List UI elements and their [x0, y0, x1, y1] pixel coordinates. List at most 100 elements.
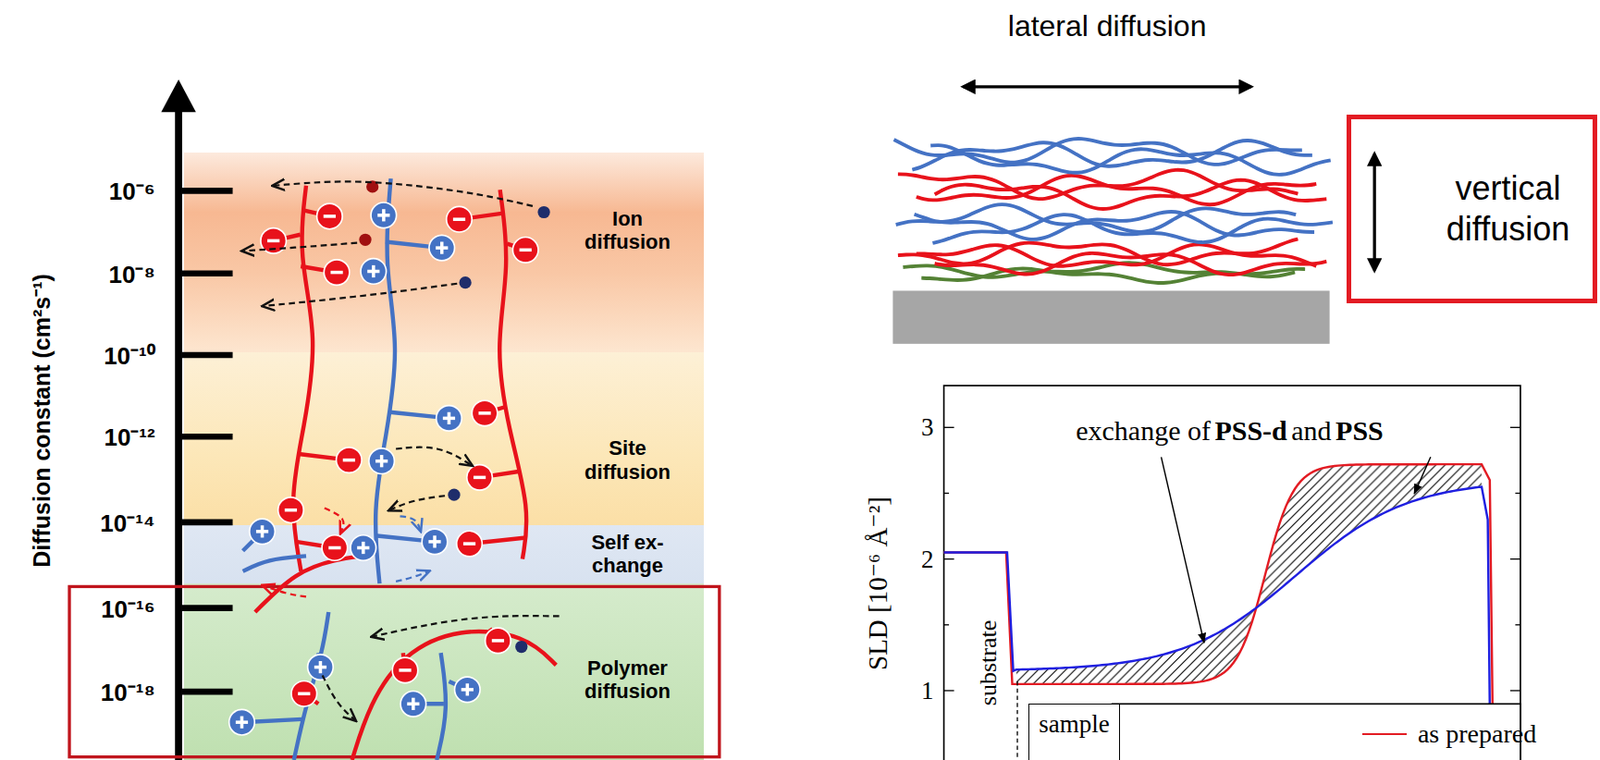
axis-title: SLD [10⁻⁶ Å⁻²]	[861, 496, 894, 671]
dashed-arrow	[273, 181, 533, 206]
charge-symbol-part	[369, 448, 395, 475]
charge-symbol-part	[400, 691, 427, 718]
charge-symbol-part	[343, 458, 356, 463]
charge-symbol-part	[321, 535, 348, 562]
polymer-chain	[243, 555, 307, 572]
interface-line	[1016, 681, 1018, 760]
charge-symbol-part	[330, 270, 343, 275]
charge-symbol-part	[249, 518, 276, 545]
chart-title-part: and	[1291, 415, 1331, 447]
charge-symbol-part	[398, 668, 411, 673]
charge-symbol-part	[260, 525, 265, 538]
charge-symbol	[446, 206, 473, 233]
band-label: Polymer diffusion	[568, 656, 688, 704]
charge-symbol-part	[456, 530, 483, 557]
tick-label: 10⁻⁶	[109, 173, 156, 208]
charge-symbol-part	[446, 206, 473, 233]
motion-arrows	[243, 181, 560, 721]
charge-symbol-part	[467, 465, 493, 492]
sld-chart-part	[944, 492, 950, 494]
charge-symbol-part	[361, 541, 366, 554]
dashed-arrow	[243, 243, 358, 252]
highlight-frame-part	[69, 586, 720, 757]
charge-symbol	[350, 535, 377, 562]
direction-arrows	[963, 86, 1376, 271]
charge-symbol-part	[429, 234, 456, 261]
charge-symbol-part	[229, 709, 256, 736]
charge-symbol	[456, 530, 483, 557]
charge-symbol-part	[350, 535, 377, 562]
sld-chart-part	[944, 624, 950, 626]
ion-groups	[229, 202, 539, 736]
sld-chart-part	[1514, 492, 1521, 494]
charge-symbol-part	[392, 657, 419, 684]
charge-symbol	[321, 535, 348, 562]
charge-symbol-part	[478, 411, 491, 416]
charge-symbol	[369, 448, 395, 475]
direction-arrows-part	[963, 85, 1252, 88]
charge-symbol	[278, 497, 305, 524]
dashed-arrow	[324, 507, 345, 532]
charge-symbol-part	[466, 683, 470, 696]
tick-mark	[181, 187, 233, 195]
polymer-strand	[916, 175, 1317, 205]
charge-symbol-part	[360, 258, 387, 285]
charge-symbol-part	[447, 412, 452, 425]
leader-arrow	[1161, 456, 1205, 643]
dashed-arrow	[395, 571, 429, 582]
charge-symbol-part	[473, 476, 486, 480]
charge-symbol-part	[471, 400, 498, 427]
box-label: vertical diffusion	[1429, 168, 1588, 248]
polymer-chain	[255, 555, 363, 613]
charge-symbol-part	[485, 627, 512, 654]
charge-symbol-part	[267, 239, 280, 244]
tick-label: 10⁻¹²	[103, 419, 155, 454]
sld-chart-part	[1510, 558, 1521, 560]
tick-mark	[181, 689, 233, 696]
counter-ion	[447, 489, 460, 502]
tick-label: 2	[921, 544, 935, 574]
charge-symbol-part	[453, 217, 466, 222]
sld-chart-part	[1510, 427, 1521, 429]
chart-title: exchange ofPSS-dandPSS	[1071, 415, 1388, 447]
charge-symbol-part	[297, 692, 310, 697]
charge-symbol-part	[278, 497, 305, 524]
sld-chart	[944, 385, 1521, 760]
charge-symbol-part	[240, 716, 245, 729]
band-label: Self ex- change	[568, 530, 688, 579]
charge-symbol-part	[370, 202, 397, 229]
counter-ion	[537, 206, 550, 219]
legend-frame	[1112, 703, 1521, 760]
arrow-label: lateral diffusion	[1008, 8, 1207, 43]
diffusion-axis	[160, 79, 233, 760]
region-label: substrate	[974, 620, 1003, 706]
charge-symbol	[392, 657, 419, 684]
charge-symbol-part	[336, 447, 363, 474]
charge-symbol-part	[317, 203, 344, 230]
diffusion-axis-part	[160, 79, 197, 112]
charge-symbol-part	[319, 661, 323, 674]
charge-symbol	[485, 627, 512, 654]
charge-symbol	[336, 447, 363, 474]
charge-symbol-part	[492, 639, 505, 643]
charge-symbol	[429, 234, 456, 261]
polymer-chain	[375, 178, 395, 584]
charge-symbol-part	[512, 237, 539, 264]
highlight-box: vertical diffusion	[1346, 114, 1597, 304]
charge-symbol	[467, 465, 493, 492]
direction-arrows-part	[1373, 154, 1377, 271]
tick-mark	[181, 433, 233, 441]
sld-chart-part	[944, 558, 955, 560]
sld-chart-part	[944, 427, 955, 429]
charge-symbol	[471, 400, 498, 427]
dashed-arrow	[322, 675, 356, 721]
counter-ion	[515, 640, 528, 653]
charge-symbol-part	[436, 406, 463, 432]
polymer-chain	[352, 631, 557, 760]
tick-label: 1	[921, 676, 935, 705]
tick-mark	[181, 352, 233, 359]
charge-symbol-part	[284, 508, 297, 513]
chart-title-part: PSS	[1335, 415, 1384, 447]
